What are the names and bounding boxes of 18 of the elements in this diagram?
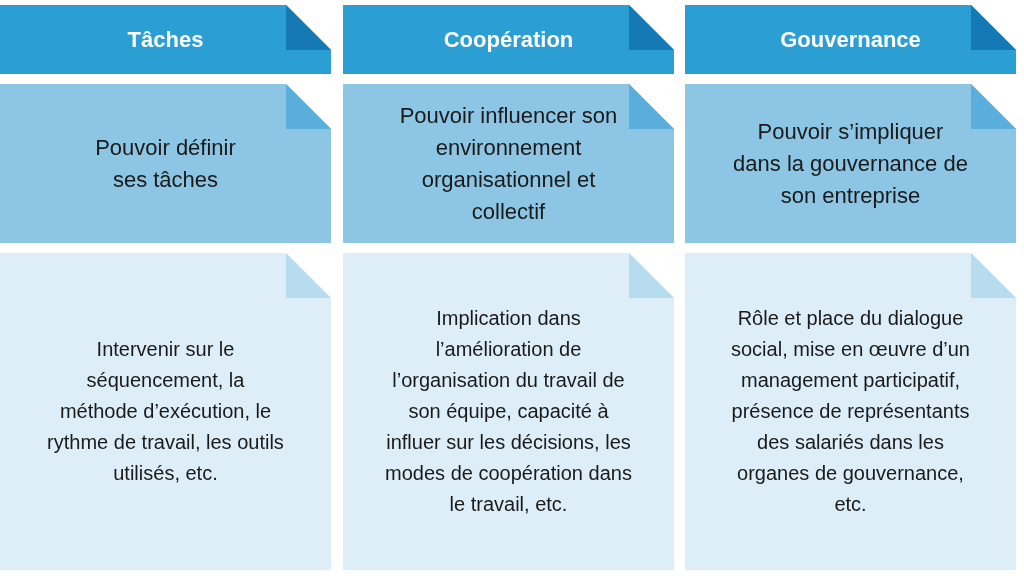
folded-corner-card	[343, 84, 674, 243]
folded-corner-card	[0, 84, 331, 243]
column-header: Tâches	[127, 25, 204, 54]
description-text: Intervenir sur le séquencement, la méthode d’exécution, le rythme de travail, les outils utilisés, etc.	[46, 337, 285, 486]
description-text: Implication dans l’amélioration de l’organisation du travail de son équipe, capacité à influer sur les décisions, les modes de coopération dans le travail, etc.	[384, 306, 633, 517]
folded-corner-card	[685, 5, 1016, 74]
summary-text: Pouvoir s’impliquer dans la gouvernance de son entreprise	[733, 117, 968, 210]
column-header: Gouvernance	[780, 25, 921, 54]
summary-text: Pouvoir influencer son environnement organisationnel et collectif	[398, 101, 619, 226]
folded-corner-card	[685, 253, 1016, 570]
folded-corner-card	[685, 84, 1016, 243]
folded-corner-card	[0, 5, 331, 74]
folded-corner-card	[343, 253, 674, 570]
folded-corner-card	[343, 5, 674, 74]
description-text: Rôle et place du dialogue social, mise en œuvre d’un management participatif, présence de représentants des salariés dans les organes de gouvernance, etc.	[730, 306, 971, 517]
folded-corner-card	[0, 253, 331, 570]
summary-text: Pouvoir définir ses tâches	[94, 133, 237, 194]
column-header: Coopération	[443, 25, 574, 54]
